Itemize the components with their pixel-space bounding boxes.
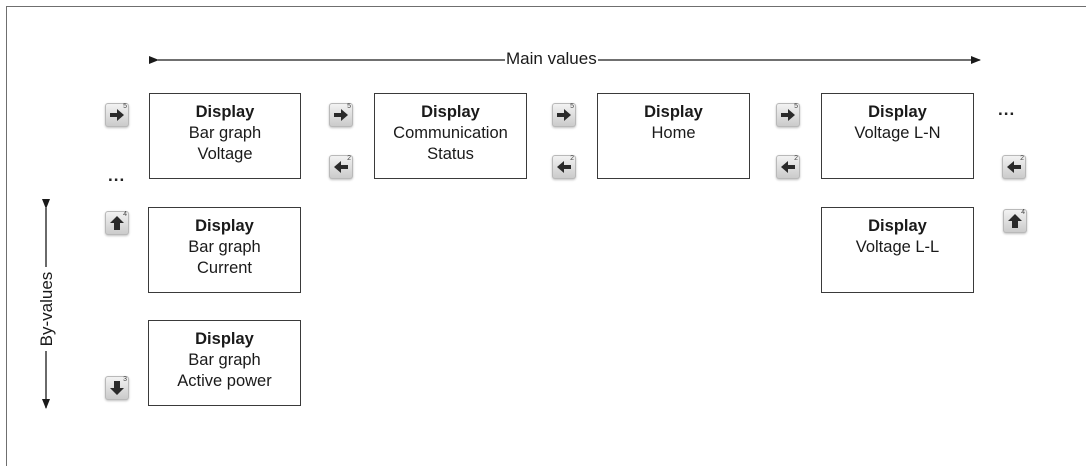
arrow-down-icon (110, 381, 124, 395)
box-line: Active power (177, 372, 272, 390)
arrow-right-key: 5 (776, 103, 800, 127)
arrow-right-icon (557, 109, 571, 121)
key-number: 5 (794, 103, 798, 110)
box-title: Display (421, 103, 480, 121)
key-number: 4 (1021, 209, 1025, 216)
box-title: Display (868, 217, 927, 235)
box-title: Display (195, 103, 255, 121)
display-bar-graph-active-power: Display Bar graph Active power (148, 320, 301, 406)
arrow-right-icon (110, 109, 124, 121)
arrow-right-key: 5 (552, 103, 576, 127)
key-number: 2 (570, 155, 574, 162)
box-line: Voltage L-N (854, 124, 941, 142)
arrow-right-key: 5 (329, 103, 353, 127)
key-number: 2 (794, 155, 798, 162)
arrow-left-key: 2 (552, 155, 576, 179)
arrow-right-icon (781, 109, 795, 121)
display-bar-graph-current: Display Bar graph Current (148, 207, 301, 293)
key-number: 2 (347, 155, 351, 162)
arrow-down-key: 3 (105, 376, 129, 400)
by-values-label: By-values (37, 267, 57, 351)
diagram-frame (6, 6, 1086, 466)
arrow-left-key: 2 (776, 155, 800, 179)
key-number: 2 (1020, 155, 1024, 162)
box-line: Bar graph (188, 351, 261, 369)
arrow-right-key: 5 (105, 103, 129, 127)
box-line: Home (651, 124, 696, 142)
ellipsis-left: ... (108, 166, 126, 185)
display-bar-graph-voltage: Display Bar graph Voltage (149, 93, 301, 179)
arrow-up-key: 4 (105, 211, 129, 235)
key-number: 4 (123, 211, 127, 218)
key-number: 3 (123, 376, 127, 383)
arrow-left-key: 2 (329, 155, 353, 179)
box-line: Voltage L-L (855, 238, 940, 256)
key-number: 5 (347, 103, 351, 110)
arrow-left-icon (334, 161, 348, 173)
arrow-up-icon (1008, 214, 1022, 228)
display-voltage-ll: Display Voltage L-L (821, 207, 974, 293)
box-title: Display (195, 330, 254, 348)
ellipsis-right: ... (998, 100, 1016, 119)
box-line: Bar graph (188, 124, 262, 142)
key-number: 5 (123, 103, 127, 110)
arrow-left-key: 2 (1002, 155, 1026, 179)
box-title: Display (195, 217, 254, 235)
display-communication-status: Display Communication Status (374, 93, 527, 179)
display-home: Display Home (597, 93, 750, 179)
box-line: Current (196, 259, 253, 277)
box-line: Voltage (197, 145, 253, 163)
arrow-left-icon (557, 161, 571, 173)
display-voltage-ln: Display Voltage L-N (821, 93, 974, 179)
box-title: Display (868, 103, 927, 121)
arrow-up-icon (110, 216, 124, 230)
arrow-up-key: 4 (1003, 209, 1027, 233)
box-line: Bar graph (188, 238, 261, 256)
arrow-left-icon (1007, 161, 1021, 173)
key-number: 5 (570, 103, 574, 110)
box-line: Communication (393, 124, 508, 142)
arrow-right-icon (334, 109, 348, 121)
arrow-left-icon (781, 161, 795, 173)
box-line: Status (427, 145, 474, 163)
main-values-label: Main values (505, 49, 598, 69)
box-title: Display (644, 103, 703, 121)
